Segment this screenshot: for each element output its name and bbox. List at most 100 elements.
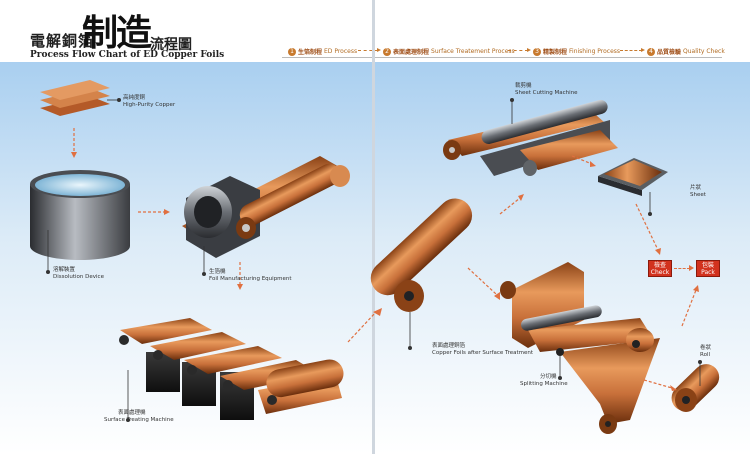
flow-arrow [467, 267, 497, 295]
title-zh-prefix: 電解銅箔 [30, 32, 95, 50]
flow-arrow [635, 203, 659, 251]
check-to-pack-arrow [674, 268, 690, 269]
step-en: ED Process [324, 48, 358, 55]
step-4: 4 品質檢驗 Quality Check [647, 47, 725, 56]
label-dot [698, 360, 702, 364]
step-2: 2 表面處理制程 Surface Treatement Process [383, 47, 515, 56]
arrow-head [373, 308, 382, 316]
pack-zh: 包裝 [701, 262, 714, 269]
step-arrow [508, 48, 531, 52]
step-zh: 生箔制程 [298, 49, 323, 56]
dissolution-tank [30, 170, 130, 260]
check-zh: 檢查 [653, 262, 666, 269]
label-zh: 裁剪機 [515, 83, 532, 89]
step-number: 1 [288, 47, 296, 56]
label-en: Dissolution Device [53, 274, 104, 280]
label-zh: 溶解裝置 [53, 267, 76, 273]
arrow-head [590, 161, 596, 167]
label-dot [117, 98, 121, 102]
arrow-head [655, 248, 661, 255]
label-en: Splitting Machine [520, 381, 568, 387]
header [0, 0, 750, 62]
arrow-head [494, 292, 500, 300]
title-zh-big: 制造 [82, 12, 152, 54]
label-en: Surface Treating Machine [104, 417, 174, 423]
step-number: 2 [383, 47, 391, 56]
label-en: Roll [700, 352, 710, 358]
arrow-head [71, 152, 77, 158]
label-dot [46, 270, 50, 274]
arrow-head [237, 284, 243, 290]
arrow-head [689, 265, 694, 271]
arrow-head [670, 385, 677, 391]
label-zh: 高純度銅 [123, 95, 146, 101]
copper-roll-small [671, 364, 720, 412]
flow-arrow [571, 155, 593, 165]
flow-arrow [681, 289, 697, 327]
copper-sheets [40, 80, 110, 116]
label-dot [558, 376, 562, 380]
label-zh: 表面處理機 [118, 410, 146, 416]
label-en: Copper Foils after Surface Treatment [432, 350, 534, 356]
label-en: Sheet Cutting Machine [515, 90, 578, 96]
foil-machine [182, 156, 350, 258]
step-number: 4 [647, 47, 655, 56]
label-dot [126, 418, 130, 422]
step-en: Finishing Process [569, 48, 621, 55]
step-number: 3 [533, 47, 541, 56]
label-dot [202, 272, 206, 276]
arrow-head [518, 194, 524, 201]
splitting-machine [500, 262, 660, 434]
sheet-cutting-machine [443, 99, 618, 176]
label-en: High-Purity Copper [123, 102, 176, 108]
panel-divider [372, 0, 375, 454]
step-zh: 表面處理制程 [393, 49, 430, 56]
surface-treating-machine [119, 318, 344, 420]
label-en: Sheet [690, 192, 706, 198]
step-3: 3 精製制程 Finishing Process [533, 47, 620, 56]
step-arrow [358, 48, 381, 52]
sheet-stack [598, 158, 668, 196]
flow-arrows [73, 128, 697, 389]
copper-roll-large [370, 198, 473, 312]
label-zh: 分切機 [540, 374, 557, 380]
arrow-head [693, 285, 699, 292]
step-zh: 精製制程 [543, 49, 568, 56]
flow-arrow [347, 311, 377, 343]
step-arrow [620, 48, 645, 52]
arrow-heads [71, 152, 699, 391]
flow-arrow [643, 379, 673, 389]
label-dot [510, 98, 514, 102]
step-zh: 品質檢驗 [657, 49, 682, 56]
label-dot [408, 346, 412, 350]
title-zh-suffix: 流程圖 [150, 37, 192, 53]
label-zh: 表面處理銅箔 [432, 343, 466, 349]
label-zh: 生箔機 [209, 269, 226, 275]
pack-en: Pack [701, 269, 715, 276]
step-1: 1 生箔制程 ED Process [288, 47, 357, 56]
title-en: Process Flow Chart of ED Copper Foils [30, 50, 225, 60]
label-en: Foil Manufacturing Equipment [209, 276, 292, 282]
step-en: Surface Treatement Process [431, 48, 515, 55]
arrow-head [164, 209, 170, 215]
label-dot [648, 212, 652, 216]
label-leaders [47, 99, 701, 418]
flow-arrow [499, 197, 521, 215]
step-en: Quality Check [683, 48, 725, 55]
header-rule [282, 57, 722, 58]
label-zh: 卷狀 [700, 345, 712, 351]
label-zh: 片狀 [690, 185, 702, 191]
check-en: Check [650, 269, 670, 276]
